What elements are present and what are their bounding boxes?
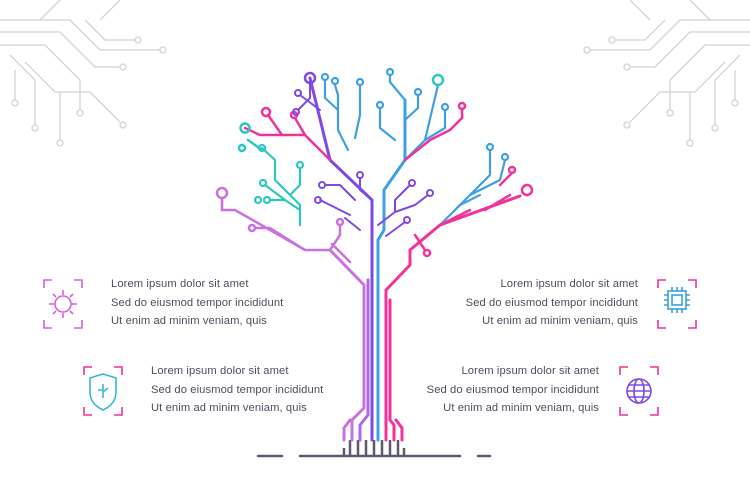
info-line: Sed do eiusmod tempor incididunt (111, 296, 284, 309)
info-block-chip: Lorem ipsum dolor sit amet Sed do eiusmo… (466, 275, 638, 331)
shield-circuit-icon (83, 366, 123, 416)
info-line: Sed do eiusmod tempor incididunt (465, 296, 638, 309)
tree-trunk (308, 76, 522, 442)
circuit-decoration-top-left (0, 0, 167, 147)
info-block-globe: Lorem ipsum dolor sit amet Sed do eiusmo… (427, 362, 599, 418)
branch-violet (292, 71, 434, 237)
branch-blue (320, 67, 510, 227)
branch-teal (253, 143, 305, 227)
chip-icon (657, 279, 697, 329)
branch-lilac (215, 186, 352, 264)
info-line: Ut enim ad minim veniam, quis (482, 315, 638, 327)
branch-pink-right (403, 101, 534, 258)
info-line: Sed do eiusmod tempor incididunt (426, 383, 599, 396)
info-line: Ut enim ad minim veniam, quis (111, 315, 267, 327)
info-line: Ut enim ad minim veniam, quis (443, 402, 599, 414)
info-block-gear: Lorem ipsum dolor sit amet Sed do eiusmo… (111, 275, 283, 331)
info-line: Lorem ipsum dolor sit amet (461, 365, 599, 377)
info-line: Lorem ipsum dolor sit amet (500, 278, 638, 290)
globe-icon (619, 366, 659, 416)
branch-pink-left (237, 106, 332, 162)
tree-roots (342, 440, 406, 456)
info-line: Lorem ipsum dolor sit amet (111, 278, 249, 290)
info-block-shield: Lorem ipsum dolor sit amet Sed do eiusmo… (151, 362, 323, 418)
info-line: Ut enim ad minim veniam, quis (151, 402, 307, 414)
info-line: Lorem ipsum dolor sit amet (151, 365, 289, 377)
info-line: Sed do eiusmod tempor incididunt (151, 383, 324, 396)
circuit-decoration-top-right (583, 0, 750, 147)
gear-icon (43, 279, 83, 329)
